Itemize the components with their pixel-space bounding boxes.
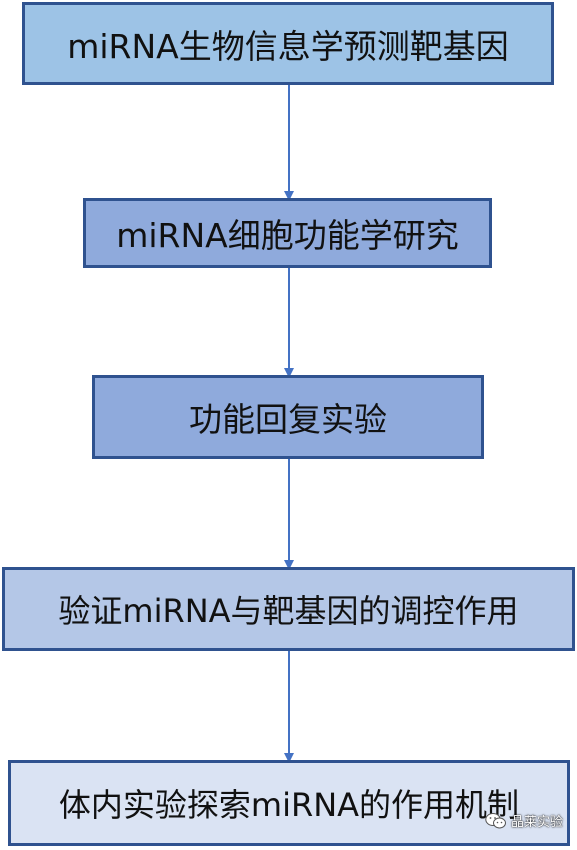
step-label-4: 验证miRNA与靶基因的调控作用 <box>58 592 519 630</box>
step-label-5: 体内实验探索miRNA的作用机制 <box>58 786 520 824</box>
step-box-1: miRNA生物信息学预测靶基因 <box>22 2 554 85</box>
step-label-1: miRNA生物信息学预测靶基因 <box>67 26 509 66</box>
step-box-5: 体内实验探索miRNA的作用机制 <box>8 760 570 846</box>
watermark-text: 晶莱实验 <box>510 815 563 830</box>
wechat-icon <box>485 812 506 828</box>
step-label-2: miRNA细胞功能学研究 <box>116 216 459 255</box>
step-box-2: miRNA细胞功能学研究 <box>83 198 492 268</box>
step-label-3: 功能回复实验 <box>189 400 387 439</box>
step-box-3: 功能回复实验 <box>92 375 484 459</box>
watermark: 晶莱实验 <box>485 811 563 830</box>
step-box-4: 验证miRNA与靶基因的调控作用 <box>2 567 575 651</box>
